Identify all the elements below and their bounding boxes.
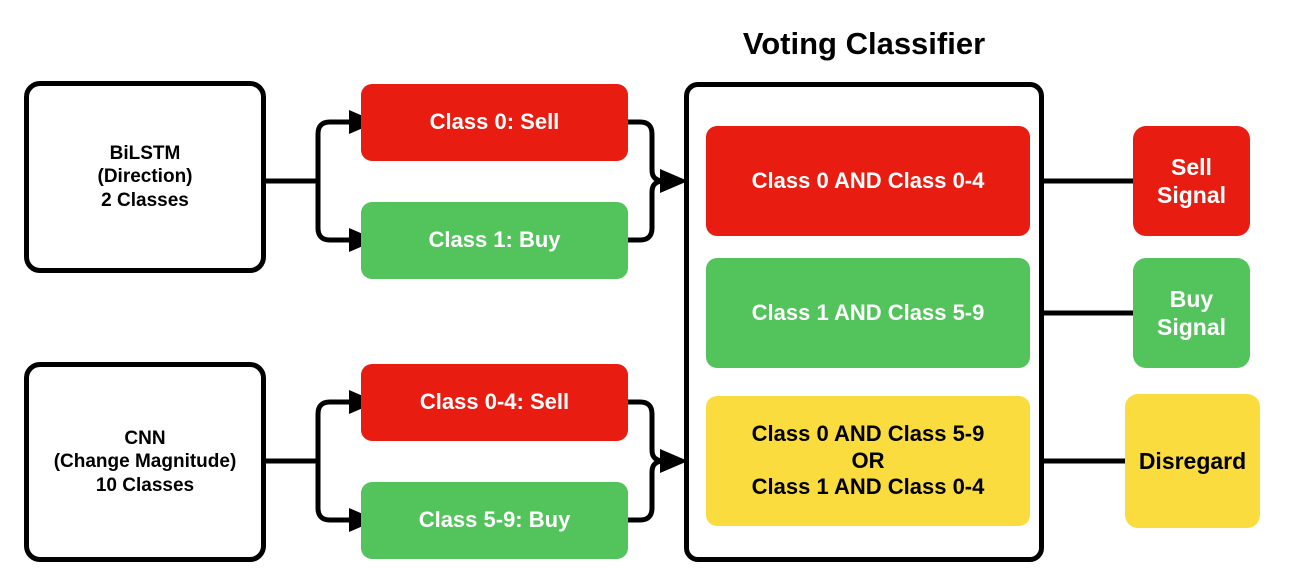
output-buy-signal[interactable]: Buy Signal <box>1133 258 1250 368</box>
voting-rule-disregard-label: Class 0 AND Class 5-9 OR Class 1 AND Cla… <box>751 420 985 500</box>
class-chip-class-5-9-buy-label: Class 5-9: Buy <box>418 507 571 533</box>
edge-class0-merge <box>628 119 665 184</box>
class-chip-class-1-buy[interactable]: Class 1: Buy <box>361 202 628 279</box>
edge-class1-merge <box>628 178 665 243</box>
voting-rule-buy-label: Class 1 AND Class 5-9 <box>751 299 985 325</box>
edge-cnn-to-class04 <box>315 399 350 461</box>
edge-class59-merge <box>628 458 665 523</box>
class-chip-class-1-buy-label: Class 1: Buy <box>428 227 561 253</box>
class-chip-class-0-sell-label: Class 0: Sell <box>429 109 560 135</box>
output-sell-signal-label: Sell Signal <box>1156 153 1226 208</box>
output-sell-signal[interactable]: Sell Signal <box>1133 126 1250 236</box>
output-disregard[interactable]: Disregard <box>1125 394 1260 528</box>
class-chip-class-0-4-sell-label: Class 0-4: Sell <box>419 389 570 415</box>
edge-bilstm-to-class1 <box>315 181 350 243</box>
voting-rule-disregard[interactable]: Class 0 AND Class 5-9 OR Class 1 AND Cla… <box>706 396 1030 526</box>
class-chip-class-5-9-buy[interactable]: Class 5-9: Buy <box>361 482 628 559</box>
voting-rule-sell-label: Class 0 AND Class 0-4 <box>751 167 985 193</box>
output-buy-signal-label: Buy Signal <box>1156 285 1226 340</box>
edge-bilstm-to-class0 <box>315 119 350 181</box>
output-disregard-label: Disregard <box>1138 447 1247 474</box>
model-box-bilstm[interactable]: BiLSTM (Direction) 2 Classes <box>24 81 266 273</box>
model-box-bilstm-label: BiLSTM (Direction) 2 Classes <box>97 143 193 211</box>
model-box-cnn[interactable]: CNN (Change Magnitude) 10 Classes <box>24 362 266 562</box>
edge-class04-merge <box>628 399 665 464</box>
edge-cnn-to-class59 <box>315 461 350 523</box>
model-box-cnn-label: CNN (Change Magnitude) 10 Classes <box>53 428 237 496</box>
voting-rule-sell[interactable]: Class 0 AND Class 0-4 <box>706 126 1030 236</box>
class-chip-class-0-4-sell[interactable]: Class 0-4: Sell <box>361 364 628 441</box>
class-chip-class-0-sell[interactable]: Class 0: Sell <box>361 84 628 161</box>
voting-classifier-title: Voting Classifier <box>742 26 986 61</box>
voting-rule-buy[interactable]: Class 1 AND Class 5-9 <box>706 258 1030 368</box>
